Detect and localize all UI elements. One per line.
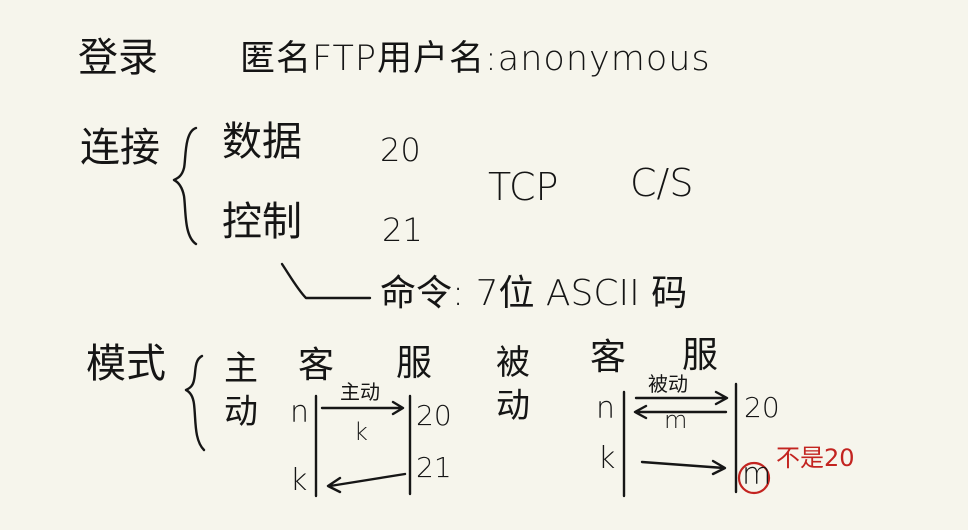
active-client-title: 客: [298, 345, 335, 386]
passive-client-port-k: k: [598, 441, 616, 476]
protocol-text: TCP: [488, 165, 559, 209]
passive-label: 被动: [496, 343, 530, 426]
login-label: 登录: [78, 35, 158, 81]
control-conn-name: 控制: [222, 199, 302, 245]
active-client-port-n: n: [290, 395, 310, 430]
active-arrow-sub: k: [354, 418, 368, 446]
active-server-port-20: 20: [416, 399, 452, 432]
connection-label: 连接: [80, 125, 160, 171]
active-arrow-left: [326, 472, 407, 494]
passive-client-port-n: n: [596, 391, 616, 426]
passive-client-title: 客: [590, 337, 627, 378]
passive-circled-m: m: [742, 457, 772, 492]
data-conn-name: 数据: [222, 119, 302, 165]
passive-server-title: 服: [682, 335, 719, 376]
passive-arrow-sub: m: [664, 406, 688, 434]
passive-arrow-label: 被动: [648, 372, 688, 396]
active-server-port-21: 21: [416, 451, 452, 484]
active-server-title: 服: [396, 343, 433, 384]
passive-server-port-20: 20: [744, 391, 780, 424]
command-note: 命令: 7位 ASCII 码: [380, 273, 688, 314]
connection-brace: [172, 126, 198, 246]
passive-arrow-m: [640, 459, 727, 476]
data-conn-port: 20: [380, 131, 421, 169]
passive-arrow-top: [634, 390, 729, 406]
login-text: 匿名FTP用户名:anonymous: [240, 39, 711, 79]
mode-label: 模式: [86, 341, 166, 387]
circled-m-ring: [737, 461, 771, 495]
passive-arrow-back: [633, 404, 728, 420]
command-leader: [280, 262, 372, 300]
mode-brace: [184, 354, 206, 452]
active-label: 主动: [224, 349, 258, 432]
active-arrow-label: 主动: [340, 380, 380, 404]
control-conn-port: 21: [382, 211, 423, 249]
active-arrow-right: [320, 400, 405, 416]
active-client-port-k: k: [290, 463, 308, 498]
passive-annotation: 不是20: [776, 444, 855, 472]
model-text: C/S: [630, 161, 694, 205]
